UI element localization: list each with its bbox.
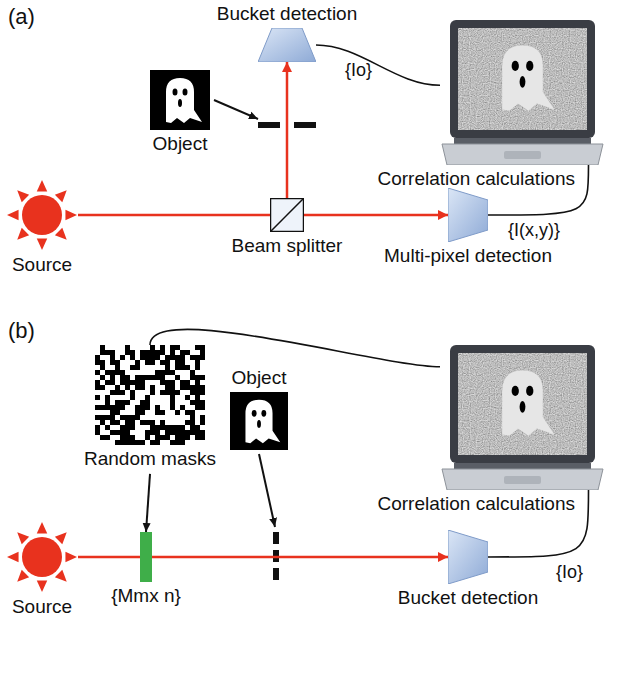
object-image: Object <box>230 392 288 450</box>
light-source-drawing <box>6 179 78 251</box>
light-source: Source <box>6 521 78 593</box>
signal-label: {I(x,y)} <box>508 220 560 241</box>
component-label: Correlation calculations <box>378 168 576 190</box>
pointer-arrow <box>214 100 258 119</box>
pointer-arrow <box>259 454 275 527</box>
object-image-drawing <box>230 392 288 450</box>
laptop-computer: Correlation calculations <box>440 20 605 165</box>
mask-modulator: {Mmx n} <box>140 532 152 582</box>
pointer-arrow <box>146 474 150 532</box>
component-label: Multi-pixel detection <box>384 245 552 267</box>
light-beam <box>286 62 289 198</box>
component-label: Object <box>153 133 208 155</box>
component-label: Bucket detection <box>217 3 357 25</box>
object-image-drawing <box>150 70 210 130</box>
laptop-computer-drawing <box>440 20 605 165</box>
light-beam <box>152 556 448 559</box>
beam-splitter-drawing <box>270 198 304 232</box>
light-beam <box>78 556 140 559</box>
light-beam <box>78 214 270 217</box>
component-label: Random masks <box>84 448 216 470</box>
object-image: Object <box>150 70 210 130</box>
light-beam <box>304 214 448 217</box>
component-label: Source <box>12 596 72 618</box>
light-source-drawing <box>6 521 78 593</box>
panel-label: (a) <box>8 4 35 29</box>
bucket-detector: Bucket detection <box>258 28 316 62</box>
object-slit <box>294 122 316 128</box>
multi-pixel-detector: Multi-pixel detection <box>448 188 488 242</box>
multi-pixel-detector-drawing <box>448 188 488 242</box>
signal-label: {Io} <box>556 562 583 583</box>
laptop-computer: Correlation calculations <box>440 345 605 490</box>
component-label: Source <box>12 254 72 276</box>
mask-modulator-drawing <box>140 532 152 582</box>
panel-label: (b) <box>8 318 35 343</box>
bucket-detector-drawing <box>258 28 316 62</box>
bucket-detector: Bucket detection <box>448 530 488 584</box>
bucket-detector-drawing <box>448 530 488 584</box>
component-label: Bucket detection <box>398 587 538 609</box>
component-label: Object <box>232 367 287 389</box>
light-source: Source <box>6 179 78 251</box>
laptop-computer-drawing <box>440 345 605 490</box>
object-slit <box>258 122 280 128</box>
component-label: {Mmx n} <box>111 585 181 607</box>
signal-cable <box>316 45 440 85</box>
component-label: Beam splitter <box>232 235 343 257</box>
signal-label: {Io} <box>345 60 372 81</box>
random-masks-drawing <box>95 345 205 445</box>
beam-splitter: Beam splitter <box>270 198 304 232</box>
random-masks: Random masks <box>95 345 205 445</box>
component-label: Correlation calculations <box>378 493 576 515</box>
